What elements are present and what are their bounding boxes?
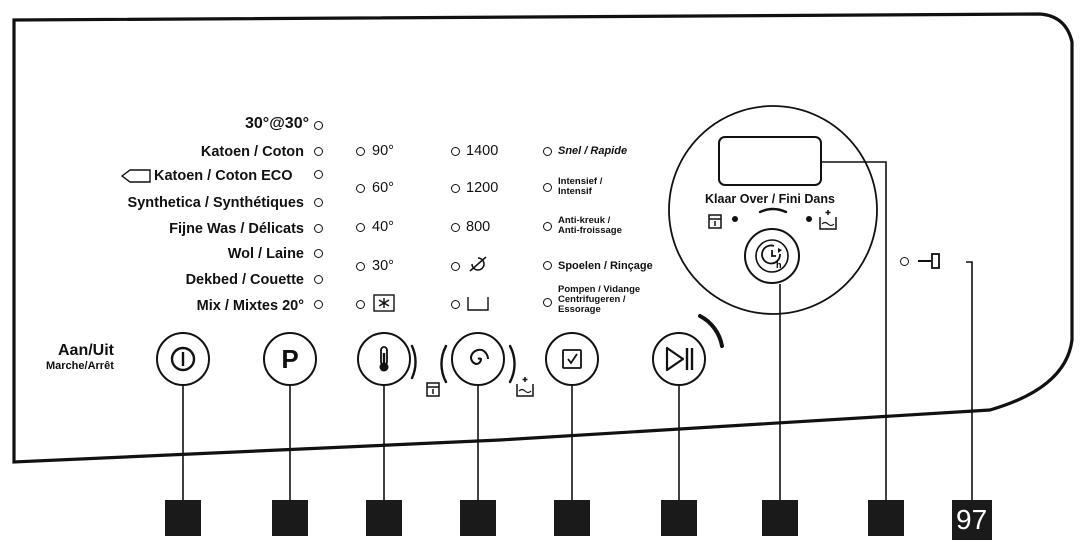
- temp-40-led: [356, 223, 365, 232]
- temp-60-label: 60°: [372, 180, 394, 196]
- spin-spiral-icon: [470, 348, 489, 366]
- power-icon: [170, 346, 196, 372]
- temperature-button[interactable]: [357, 332, 411, 386]
- timer-rinse-icon: [819, 210, 837, 230]
- program-30at30-label: 30°@30°: [245, 115, 309, 132]
- page-number: 97: [952, 500, 992, 540]
- spin-1200-led: [451, 184, 460, 193]
- callout-square-1: [165, 500, 201, 536]
- power-button[interactable]: [156, 332, 210, 386]
- snowflake-box-icon: [373, 294, 395, 312]
- option-snel-led: [543, 147, 552, 156]
- door-lock-led: [900, 257, 909, 266]
- program-mix-label[interactable]: Mix / Mixtes 20°: [196, 298, 304, 314]
- checklist-icon: [562, 349, 582, 369]
- eco-tag-icon: [120, 169, 151, 183]
- option-pompen-label-1: Pompen / Vidange: [558, 284, 641, 295]
- spin-800-led: [451, 223, 460, 232]
- timer-led-right: [806, 216, 812, 222]
- power-sublabel: Marche/Arrêt: [46, 360, 114, 372]
- temp-cold-led: [356, 300, 365, 309]
- option-intensief-led: [543, 183, 552, 192]
- option-antikreuk-label-2: Anti-froissage: [558, 225, 622, 236]
- option-snel-label: Snel / Rapide: [558, 145, 628, 157]
- program-dekbed-label[interactable]: Dekbed / Couette: [185, 272, 304, 288]
- prewash-icon: [426, 382, 440, 397]
- temp-30-label: 30°: [372, 258, 394, 274]
- callout-square-4: [460, 500, 496, 536]
- program-synthetica-label[interactable]: Synthetica / Synthétiques: [127, 195, 304, 211]
- option-antikreuk-led: [543, 222, 552, 231]
- callout-square-7: [762, 500, 798, 536]
- option-spoelen-led: [543, 261, 552, 270]
- temp-30-led: [356, 262, 365, 271]
- program-fijne-was-label[interactable]: Fijne Was / Délicats: [169, 221, 304, 237]
- key-lock-icon: [918, 253, 940, 269]
- callout-square-8: [868, 500, 904, 536]
- program-button[interactable]: P: [263, 332, 317, 386]
- spin-none-led: [451, 262, 460, 271]
- program-30at30-led: [314, 121, 323, 130]
- rinse-tub-icon: [516, 377, 534, 397]
- option-intensief-label-2: Intensif: [558, 186, 592, 197]
- option-antikreuk-label-1: Anti-kreuk /: [558, 215, 611, 226]
- timer-label: Klaar Over / Fini Dans: [705, 192, 835, 206]
- program-fijne-was-led: [314, 224, 323, 233]
- option-pompen-label-2: Centrifugeren /: [558, 294, 626, 305]
- program-button-label: P: [281, 343, 299, 374]
- option-intensief-label-1: Intensief /: [558, 176, 603, 187]
- temp-90-led: [356, 147, 365, 156]
- spin-empty-led: [451, 300, 460, 309]
- svg-text:h: h: [776, 260, 782, 270]
- callout-square-2: [272, 500, 308, 536]
- callout-square-5: [554, 500, 590, 536]
- thermometer-icon: [379, 346, 389, 372]
- callout-square-6: [661, 500, 697, 536]
- option-spoelen-label: Spoelen / Rinçage: [558, 260, 653, 272]
- timer-prewash-icon: [708, 214, 722, 229]
- play-pause-icon: [665, 346, 694, 372]
- program-dekbed-led: [314, 275, 323, 284]
- option-pompen-led: [543, 298, 552, 307]
- spin-1400-label: 1400: [466, 143, 499, 159]
- empty-tub-icon: [467, 297, 489, 311]
- timer-display: [718, 136, 822, 186]
- program-katoen-eco-label[interactable]: Katoen / Coton ECO: [154, 168, 293, 184]
- spin-800-label: 800: [466, 219, 491, 235]
- spin-1400-led: [451, 147, 460, 156]
- options-button[interactable]: [545, 332, 599, 386]
- program-wol-led: [314, 249, 323, 258]
- spin-button[interactable]: [451, 332, 505, 386]
- program-katoen-label[interactable]: Katoen / Coton: [200, 144, 304, 160]
- program-mix-led: [314, 300, 323, 309]
- option-pompen-label-3: Essorage: [558, 304, 601, 315]
- program-katoen-led: [314, 147, 323, 156]
- timer-led-left: [732, 216, 738, 222]
- delay-timer-button[interactable]: h: [744, 228, 800, 284]
- spin-1200-label: 1200: [466, 180, 499, 196]
- clock-delay-icon: h: [755, 239, 789, 273]
- timer-ring: [668, 105, 878, 315]
- temp-60-led: [356, 184, 365, 193]
- temp-40-label: 40°: [372, 219, 394, 235]
- no-spin-icon: [469, 256, 487, 272]
- temp-90-label: 90°: [372, 143, 394, 159]
- program-katoen-eco-led: [314, 170, 323, 179]
- power-label: Aan/Uit: [58, 342, 114, 359]
- callout-square-3: [366, 500, 402, 536]
- start-pause-button[interactable]: [652, 332, 706, 386]
- program-wol-label[interactable]: Wol / Laine: [227, 246, 304, 262]
- program-synthetica-led: [314, 198, 323, 207]
